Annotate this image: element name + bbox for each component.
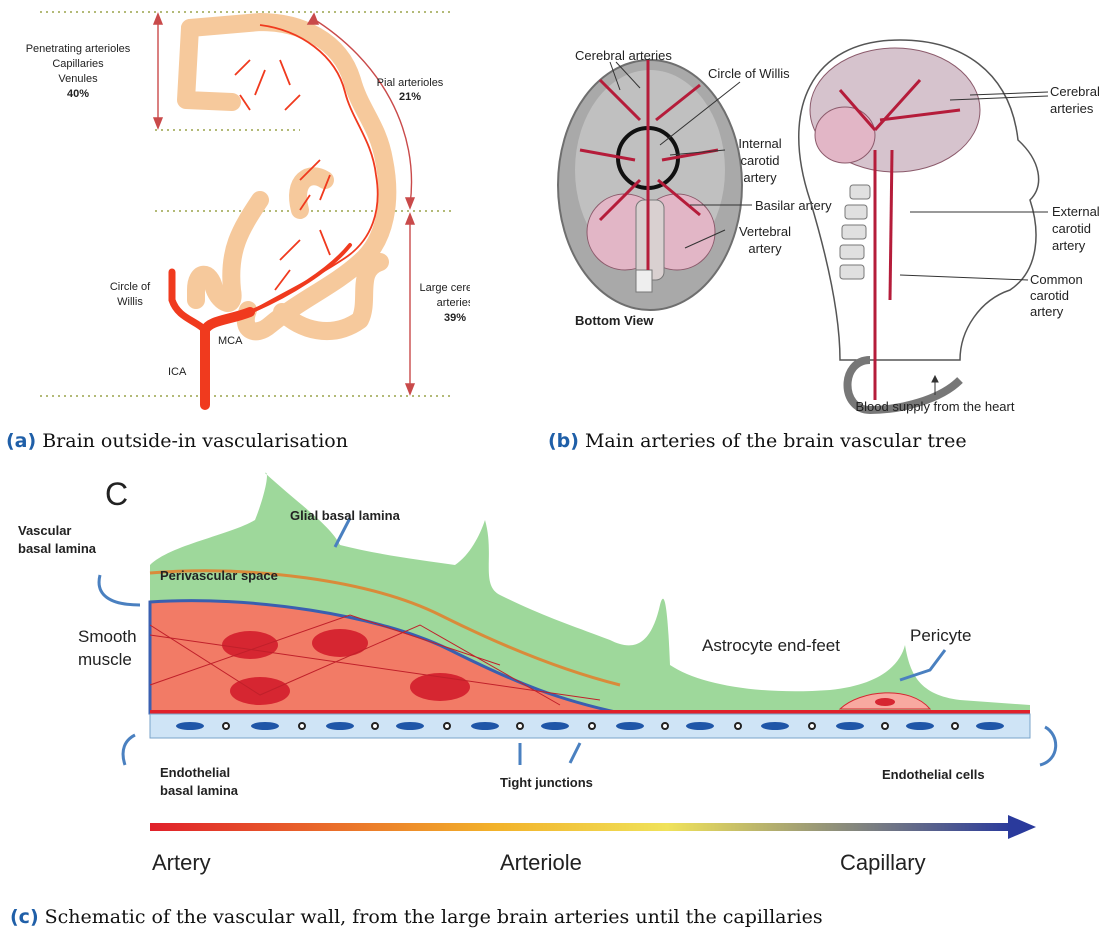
label-astrocyte: Astrocyte end-feet xyxy=(702,636,840,655)
label-internal-2: carotid xyxy=(740,153,779,168)
label-penetrating-2: Capillaries xyxy=(52,58,104,70)
caption-b: (b) Main arteries of the brain vascular t… xyxy=(548,430,967,452)
label-endothelial-basal-1: Endothelial xyxy=(160,765,230,780)
label-penetrating-1: Penetrating arterioles xyxy=(26,43,131,55)
label-circle-1: Circle of xyxy=(110,281,151,293)
label-large-2: arteries xyxy=(437,297,470,309)
label-vascular-1: Vascular xyxy=(18,523,72,538)
pct-penetrating: 40% xyxy=(67,88,89,100)
label-bottom-view: Bottom View xyxy=(575,313,654,328)
panel-a-diagram: Penetrating arterioles Capillaries Venul… xyxy=(0,0,470,415)
label-pial: Pial arterioles xyxy=(377,77,444,89)
label-ica: ICA xyxy=(168,366,187,378)
label-cerebral-right-2: arteries xyxy=(1050,101,1094,116)
panel-b-diagram: Cerebral arteries Circle of Willis Inter… xyxy=(540,0,1118,425)
label-external-1: External xyxy=(1052,204,1100,219)
label-glial: Glial basal lamina xyxy=(290,508,401,523)
label-circle-2: Willis xyxy=(117,296,143,308)
label-common-3: artery xyxy=(1030,304,1064,319)
label-penetrating-3: Venules xyxy=(58,73,98,85)
caption-a: (a) Brain outside-in vascularisation xyxy=(6,430,348,452)
head-side-view xyxy=(799,40,1039,410)
gradient-axis-arrow xyxy=(150,815,1036,839)
caption-b-text: Main arteries of the brain vascular tree xyxy=(585,430,967,452)
cortex-shape xyxy=(186,22,387,331)
label-mca: MCA xyxy=(218,335,243,347)
caption-c-tag: (c) xyxy=(10,906,39,928)
label-internal-3: artery xyxy=(743,170,777,185)
label-endothelial-basal-2: basal lamina xyxy=(160,783,239,798)
label-vertebral-1: Vertebral xyxy=(739,224,791,239)
axis-capillary: Capillary xyxy=(840,850,926,875)
label-smooth-1: Smooth xyxy=(78,627,137,646)
label-vertebral-2: artery xyxy=(748,241,782,256)
label-external-3: artery xyxy=(1052,238,1086,253)
label-perivascular: Perivascular space xyxy=(160,568,278,583)
label-smooth-2: muscle xyxy=(78,650,132,669)
label-tight-junctions: Tight junctions xyxy=(500,775,593,790)
label-endothelial-cells: Endothelial cells xyxy=(882,767,985,782)
axis-arteriole: Arteriole xyxy=(500,850,582,875)
label-internal-1: Internal xyxy=(738,136,781,151)
label-cerebral-right-1: Cerebral xyxy=(1050,84,1100,99)
brain-bottom-view xyxy=(558,60,742,310)
label-cerebral-left: Cerebral arteries xyxy=(575,48,672,63)
label-vascular-2: basal lamina xyxy=(18,541,97,556)
label-blood-supply: Blood supply from the heart xyxy=(856,399,1015,414)
caption-a-text: Brain outside-in vascularisation xyxy=(42,430,348,452)
axis-artery: Artery xyxy=(152,850,211,875)
label-pericyte: Pericyte xyxy=(910,626,971,645)
label-external-2: carotid xyxy=(1052,221,1091,236)
pct-pial: 21% xyxy=(399,91,421,103)
caption-c-text: Schematic of the vascular wall, from the… xyxy=(45,906,823,928)
caption-a-tag: (a) xyxy=(6,430,36,452)
label-common-1: Common xyxy=(1030,272,1083,287)
label-circle-willis: Circle of Willis xyxy=(708,66,790,81)
label-basilar: Basilar artery xyxy=(755,198,832,213)
caption-c: (c) Schematic of the vascular wall, from … xyxy=(10,906,823,928)
panel-c-diagram: C Glial basal lamina Vascular basal lami… xyxy=(0,465,1118,895)
endothelial-basal-line xyxy=(150,710,1030,714)
label-common-2: carotid xyxy=(1030,288,1069,303)
panel-c-letter: C xyxy=(105,476,128,512)
caption-b-tag: (b) xyxy=(548,430,579,452)
pct-large: 39% xyxy=(444,312,466,324)
pericyte-nucleus xyxy=(875,698,895,706)
label-large-1: Large cerebral xyxy=(420,282,470,294)
